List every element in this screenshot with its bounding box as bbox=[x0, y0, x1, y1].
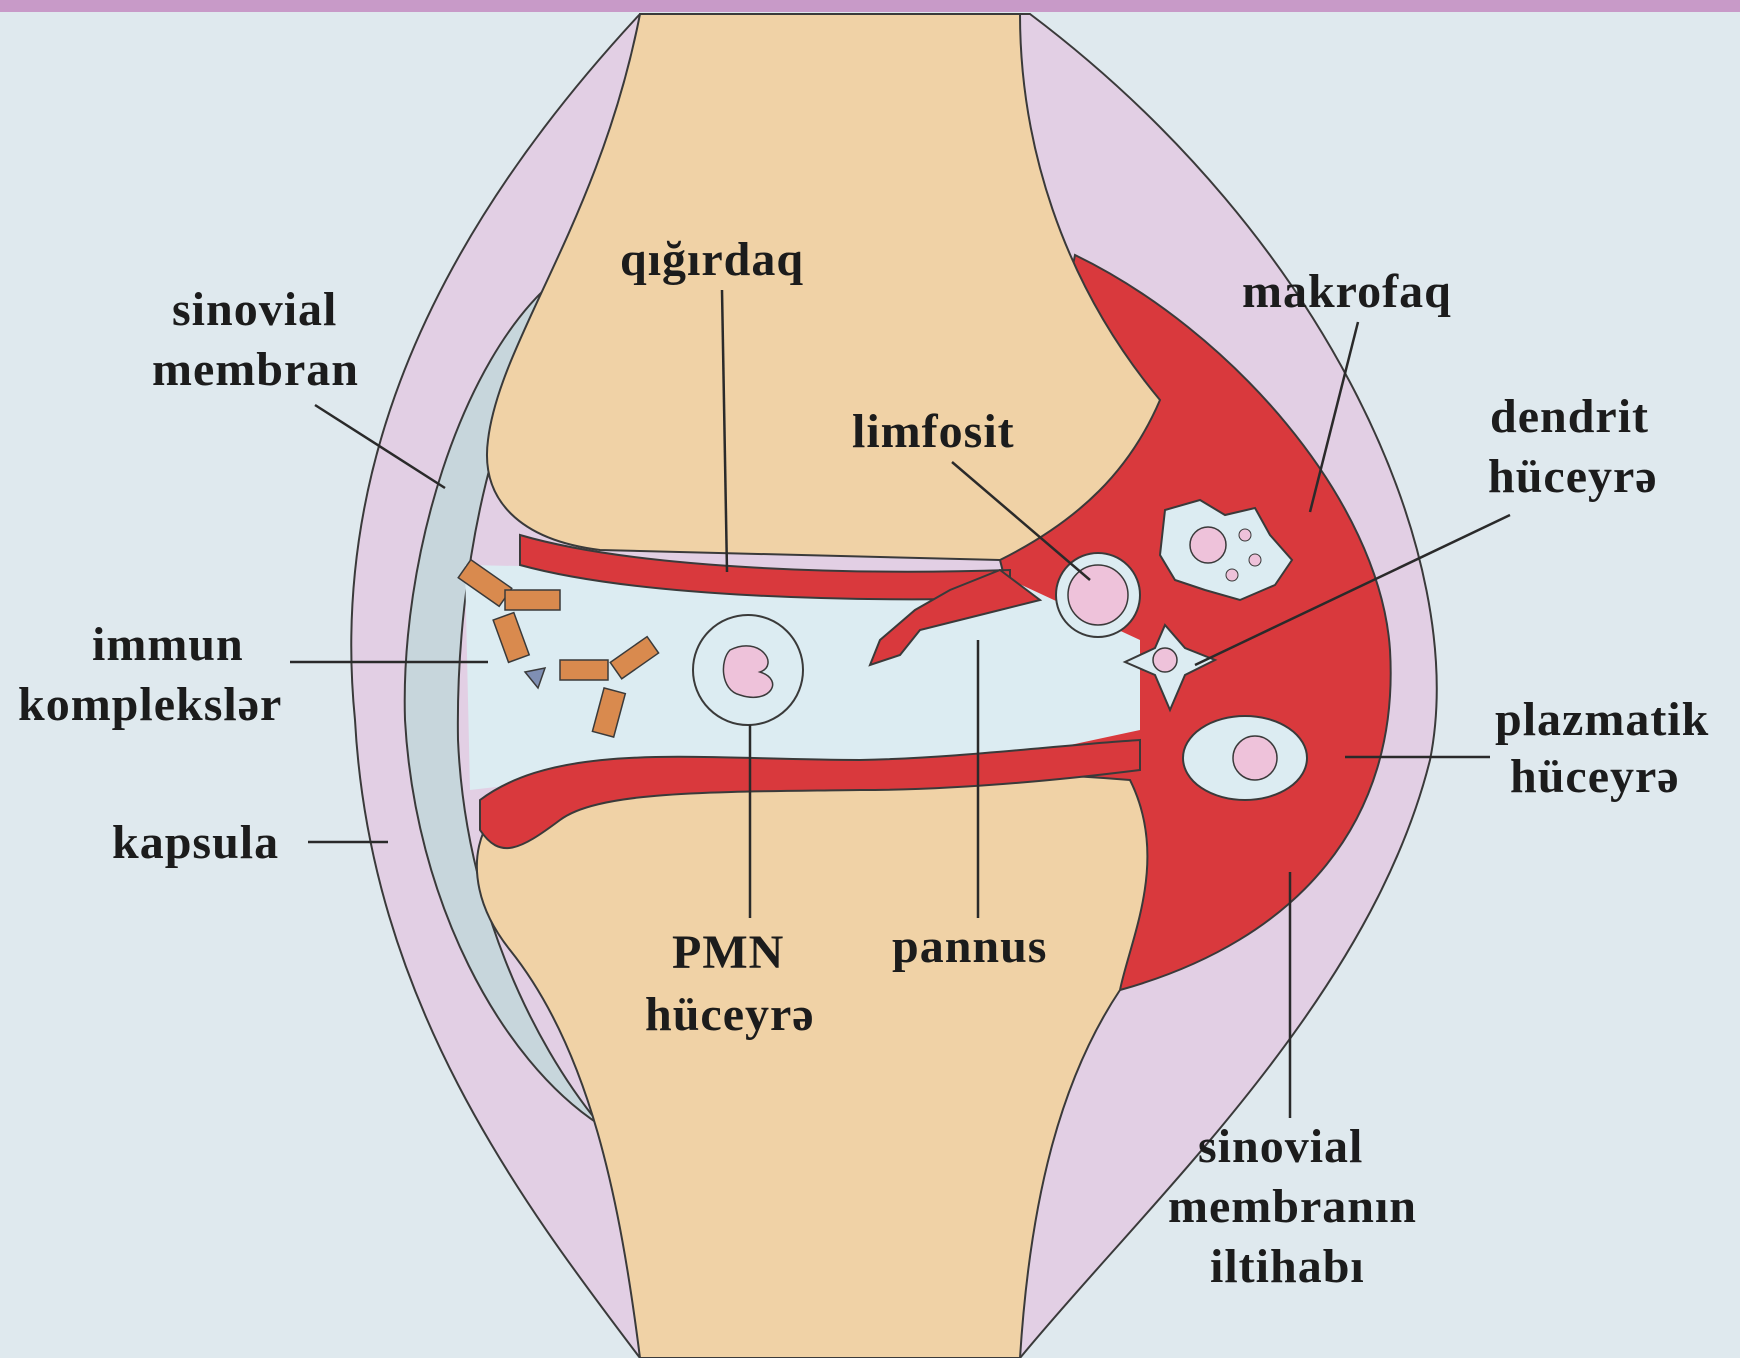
label-iltihab-2: membranın bbox=[1168, 1180, 1417, 1233]
label-limfosit: limfosit bbox=[852, 405, 1015, 458]
lymphocyte-cell bbox=[1056, 553, 1140, 637]
label-qigirdaq: qığırdaq bbox=[620, 233, 804, 286]
label-sinovial-membran-2: membran bbox=[152, 343, 359, 396]
label-makrofaq: makrofaq bbox=[1242, 265, 1452, 318]
label-pannus: pannus bbox=[892, 920, 1047, 973]
label-plazmatik-1: plazmatik bbox=[1495, 693, 1709, 746]
label-iltihab-3: iltihabı bbox=[1210, 1240, 1365, 1293]
plasma-cell bbox=[1183, 716, 1307, 800]
label-sinovial-membran-1: sinovial bbox=[172, 283, 337, 336]
label-plazmatik-2: hüceyrə bbox=[1510, 750, 1680, 803]
label-pmn-1: PMN bbox=[672, 926, 784, 979]
label-iltihab-1: sinovial bbox=[1198, 1120, 1363, 1173]
label-immun-2: komplekslər bbox=[18, 678, 282, 731]
label-pmn-2: hüceyrə bbox=[645, 988, 815, 1041]
label-dendrit-1: dendrit bbox=[1490, 390, 1649, 443]
top-border bbox=[0, 0, 1740, 12]
pmn-cell bbox=[693, 615, 803, 725]
label-kapsula: kapsula bbox=[112, 816, 279, 869]
label-immun-1: immun bbox=[92, 618, 244, 671]
label-dendrit-2: hüceyrə bbox=[1488, 450, 1658, 503]
